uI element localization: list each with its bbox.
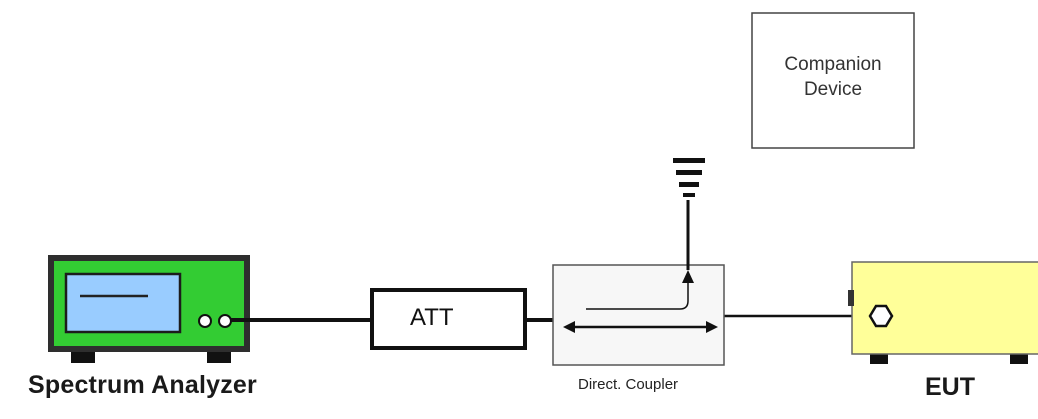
spectrum-analyzer	[48, 255, 250, 363]
spectrum-analyzer-foot-left	[71, 351, 95, 363]
spectrum-analyzer-screen	[64, 272, 182, 334]
eut-side-plate	[848, 290, 854, 306]
rf-connector-icon	[868, 304, 894, 328]
antenna-icon	[673, 158, 705, 197]
input-port-2	[218, 314, 232, 328]
spectrum-analyzer-label: Spectrum Analyzer	[28, 371, 257, 399]
arrow-right	[706, 321, 718, 333]
companion-device-label-line2: Device	[803, 79, 863, 100]
directional-coupler-label: Direct. Coupler	[578, 376, 679, 393]
companion-device-box	[751, 12, 915, 149]
arrow-left	[563, 321, 575, 333]
eut-foot-right	[1010, 352, 1028, 364]
input-port-1	[198, 314, 212, 328]
eut	[848, 261, 1038, 364]
arrow-up	[682, 270, 694, 283]
attenuator-label: ATT	[410, 304, 454, 331]
eut-label: EUT	[925, 373, 975, 401]
coupled-path	[586, 282, 689, 310]
attenuator-box	[370, 288, 527, 350]
eut-foot-left	[870, 352, 888, 364]
companion-device-label: Companion Device	[752, 52, 914, 102]
spectrum-analyzer-foot-right	[207, 351, 231, 363]
directional-coupler	[552, 264, 725, 366]
coupler-box	[552, 264, 725, 366]
companion-device-label-line1: Companion	[784, 54, 882, 75]
